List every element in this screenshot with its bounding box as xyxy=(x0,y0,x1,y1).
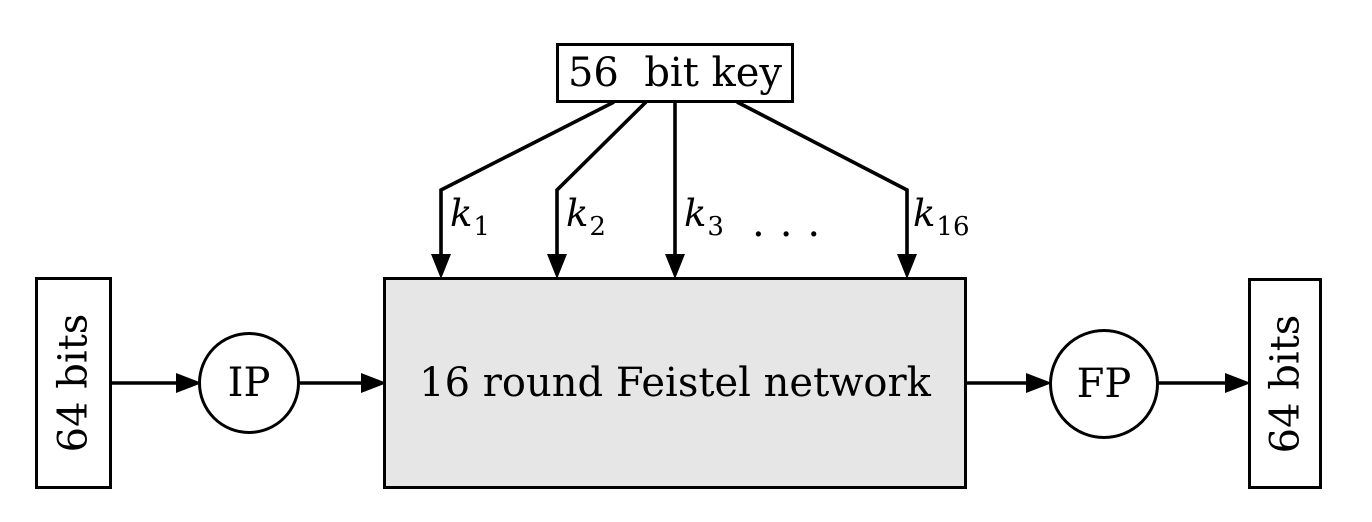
key-box-label: 56 bit key xyxy=(567,50,783,96)
ip-circle: IP xyxy=(198,332,300,434)
subkey-label-k3: k3 xyxy=(684,192,724,242)
output-bits-label: 64 bits xyxy=(1262,314,1308,453)
key-box: 56 bit key xyxy=(556,43,794,103)
output-bits-box: 64 bits xyxy=(1248,278,1322,489)
subkey-wire-k1 xyxy=(439,100,615,257)
arrowhead-fp-to-output xyxy=(1225,373,1251,393)
subkey-label-k2: k2 xyxy=(566,192,606,242)
subkey-arrowhead-k1 xyxy=(431,254,451,279)
subkey-wire-k16 xyxy=(736,100,909,257)
subkey-arrowhead-k3 xyxy=(665,254,685,279)
subkey-arrowhead-k16 xyxy=(897,254,917,279)
feistel-label: 16 round Feistel network xyxy=(419,360,931,406)
subkey-label-k16: k16 xyxy=(913,192,970,242)
input-bits-label: 64 bits xyxy=(50,313,97,453)
feistel-box: 16 round Feistel network xyxy=(383,277,967,489)
fp-label: FP xyxy=(1076,361,1132,407)
subkey-wire-k2 xyxy=(555,100,648,257)
fp-circle: FP xyxy=(1049,329,1159,439)
subkey-label-k1: k1 xyxy=(450,192,490,242)
ellipsis-label: ... xyxy=(752,200,836,246)
arrowhead-feistel-to-fp xyxy=(1026,373,1052,393)
arrowhead-input-to-ip xyxy=(176,373,202,393)
input-bits-box: 64 bits xyxy=(35,277,112,489)
ip-label: IP xyxy=(227,360,271,406)
subkey-arrowhead-k2 xyxy=(547,254,567,279)
arrowhead-ip-to-feistel xyxy=(361,373,387,393)
